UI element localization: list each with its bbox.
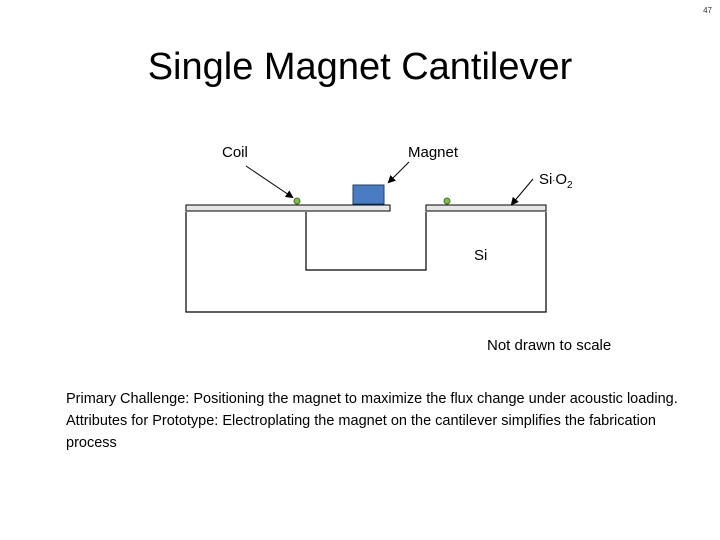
coil-cross-section-left <box>293 197 301 205</box>
sio2-label-si: Si <box>539 171 552 188</box>
page-number: 47 <box>703 6 712 15</box>
coil-label: Coil <box>222 144 248 161</box>
primary-challenge-text: Primary Challenge: Positioning the magne… <box>66 391 678 407</box>
sio2-label-subscript: 2 <box>567 180 573 191</box>
slide-title: Single Magnet Cantilever <box>147 46 573 88</box>
sio2-layer-right <box>425 204 547 212</box>
si-label: Si <box>474 247 487 264</box>
magnet-arrow <box>387 161 410 184</box>
sio2-label: Si·O2 <box>539 171 573 191</box>
sio2-label-o: O <box>555 171 567 188</box>
magnet-block <box>352 184 385 205</box>
si-substrate <box>185 212 547 313</box>
sio2-layer-left <box>185 204 391 212</box>
coil-cross-section-right <box>443 197 451 205</box>
scale-note: Not drawn to scale <box>487 337 611 354</box>
coil-arrow <box>245 165 294 199</box>
sio2-arrow <box>510 178 534 206</box>
body-text: Primary Challenge: Positioning the magne… <box>66 388 686 454</box>
magnet-label: Magnet <box>408 144 459 161</box>
sio2-label-dot: · <box>552 175 555 185</box>
prototype-attributes-text: Attributes for Prototype: Electroplating… <box>66 413 656 451</box>
